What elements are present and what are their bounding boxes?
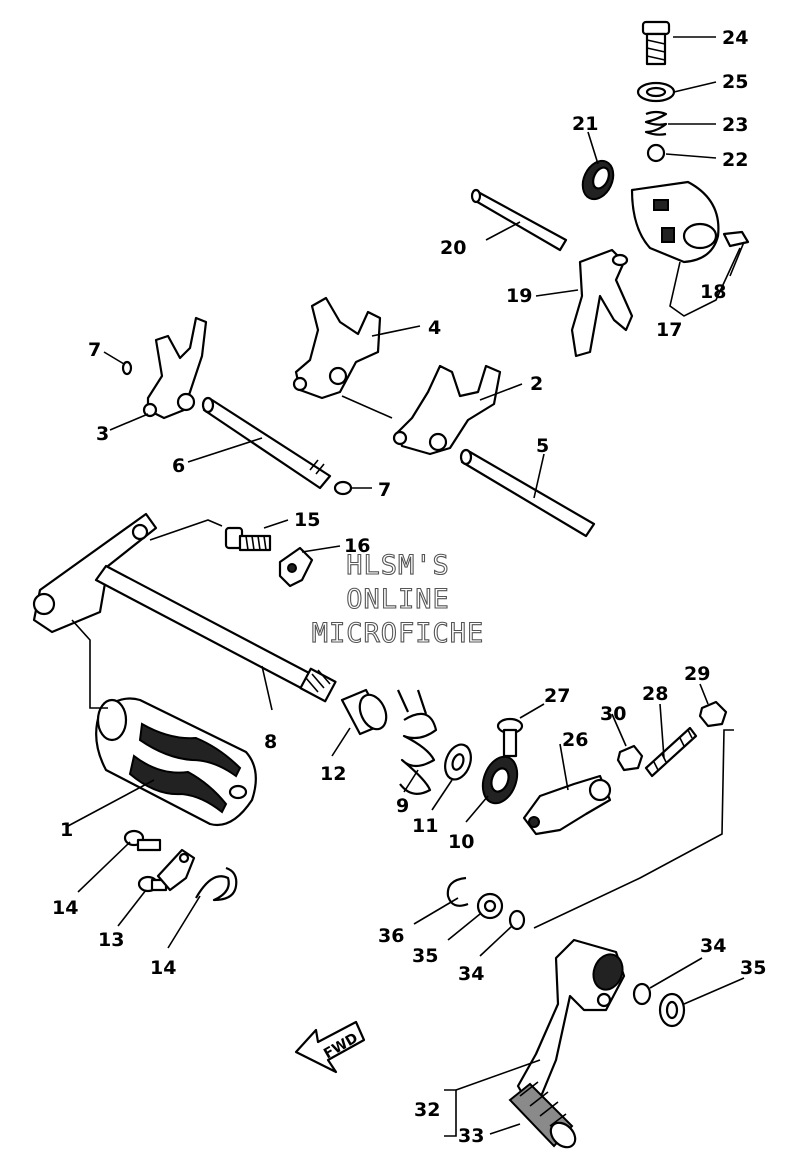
callout-35-right: 35 xyxy=(740,957,766,979)
part-17-stopper xyxy=(278,546,314,588)
part-8-shift-shaft xyxy=(32,512,337,703)
callout-7-bottom: 7 xyxy=(378,479,391,501)
part-24-spring xyxy=(644,110,668,136)
callout-3: 3 xyxy=(96,423,109,445)
part-21-guide-bar xyxy=(470,188,568,252)
part-35-washer-right xyxy=(658,992,686,1028)
part-5-guide-bar xyxy=(459,448,596,538)
part-3-shift-fork xyxy=(142,316,208,420)
callout-17: 16 xyxy=(344,535,370,557)
part-31-nut xyxy=(616,744,644,772)
callout-20: 19 xyxy=(506,285,532,307)
forward-arrow-icon: FWD xyxy=(294,1020,366,1074)
watermark-line-2: ONLINE xyxy=(346,584,450,615)
callout-27: 26 xyxy=(562,729,588,751)
part-22-oil-seal xyxy=(581,159,615,201)
watermark-line-3: MICROFICHE xyxy=(312,618,485,649)
part-33-pedal-rubber xyxy=(508,1081,577,1149)
callout-6: 6 xyxy=(172,455,185,477)
part-16-bolt xyxy=(224,526,272,552)
part-34-o-ring-right xyxy=(632,982,652,1006)
callout-33: 33 xyxy=(458,1125,484,1147)
part-14-spring xyxy=(195,866,238,902)
part-6-guide-bar xyxy=(201,396,332,490)
callout-5: 5 xyxy=(536,435,549,457)
callout-8: 8 xyxy=(264,731,277,753)
part-28-bolt xyxy=(496,717,524,758)
watermark-line-1: HLSM'S xyxy=(346,550,450,581)
part-13-stopper-plate xyxy=(156,848,196,892)
part-11-washer xyxy=(444,743,472,781)
callout-7-top: 7 xyxy=(88,339,101,361)
part-4-shift-fork xyxy=(292,296,382,400)
part-7-circlip-bottom xyxy=(333,480,353,496)
part-35-washer-left xyxy=(476,892,504,920)
callout-31: 30 xyxy=(600,703,626,725)
callout-21: 20 xyxy=(440,237,466,259)
part-23-ball xyxy=(646,143,666,163)
callout-36: 36 xyxy=(378,925,404,947)
callout-15: 14 xyxy=(52,897,78,919)
part-10-bearing xyxy=(481,755,519,805)
part-18-shift-segment xyxy=(630,180,720,264)
callout-30: 29 xyxy=(684,663,710,685)
part-20-shift-fork xyxy=(570,248,634,358)
callout-11: 11 xyxy=(412,815,438,837)
callout-25: 24 xyxy=(722,27,748,49)
callout-9: 9 xyxy=(396,795,409,817)
part-30-nut xyxy=(698,700,728,728)
part-7-circlip-top xyxy=(121,360,133,376)
callout-23: 22 xyxy=(722,149,748,171)
part-19-pin xyxy=(722,230,750,248)
callout-22: 21 xyxy=(572,113,598,135)
watermark: HLSM'S ONLINE MICROFICHE xyxy=(311,549,485,649)
callout-29: 28 xyxy=(642,683,668,705)
callout-26: 25 xyxy=(722,71,748,93)
part-26-washer xyxy=(636,81,676,103)
callout-12: 12 xyxy=(320,763,346,785)
callout-13: 13 xyxy=(98,929,124,951)
callout-34-left: 34 xyxy=(458,963,484,985)
callout-35-left: 35 xyxy=(412,945,438,967)
part-9-return-spring xyxy=(396,689,438,795)
callout-4: 4 xyxy=(428,317,441,339)
callout-24: 23 xyxy=(722,114,748,136)
part-29-shift-rod xyxy=(644,726,698,778)
callout-32: 32 xyxy=(414,1099,440,1121)
callout-2: 2 xyxy=(530,373,543,395)
part-1-shift-drum xyxy=(95,697,257,827)
part-25-bolt xyxy=(641,20,671,66)
callout-labels: 24 25 23 22 21 18 17 20 19 4 2 7 3 6 7 5… xyxy=(52,27,766,1147)
part-12-collar xyxy=(340,688,388,736)
part-36-circlip xyxy=(446,876,469,907)
callout-1: 1 xyxy=(60,819,73,841)
part-2-shift-fork xyxy=(392,364,502,456)
part-32-shift-pedal xyxy=(516,938,626,1102)
callout-14: 14 xyxy=(150,957,176,979)
leader-lines xyxy=(67,36,745,1137)
callout-10: 10 xyxy=(448,831,474,853)
callout-19: 18 xyxy=(700,281,726,303)
callout-34-right: 34 xyxy=(700,935,726,957)
part-34-o-ring-left xyxy=(508,909,526,931)
callout-16: 15 xyxy=(294,509,320,531)
callout-28: 27 xyxy=(544,685,570,707)
part-15-bolt xyxy=(123,829,162,852)
part-27-shift-arm xyxy=(522,774,612,836)
callout-18: 17 xyxy=(656,319,682,341)
